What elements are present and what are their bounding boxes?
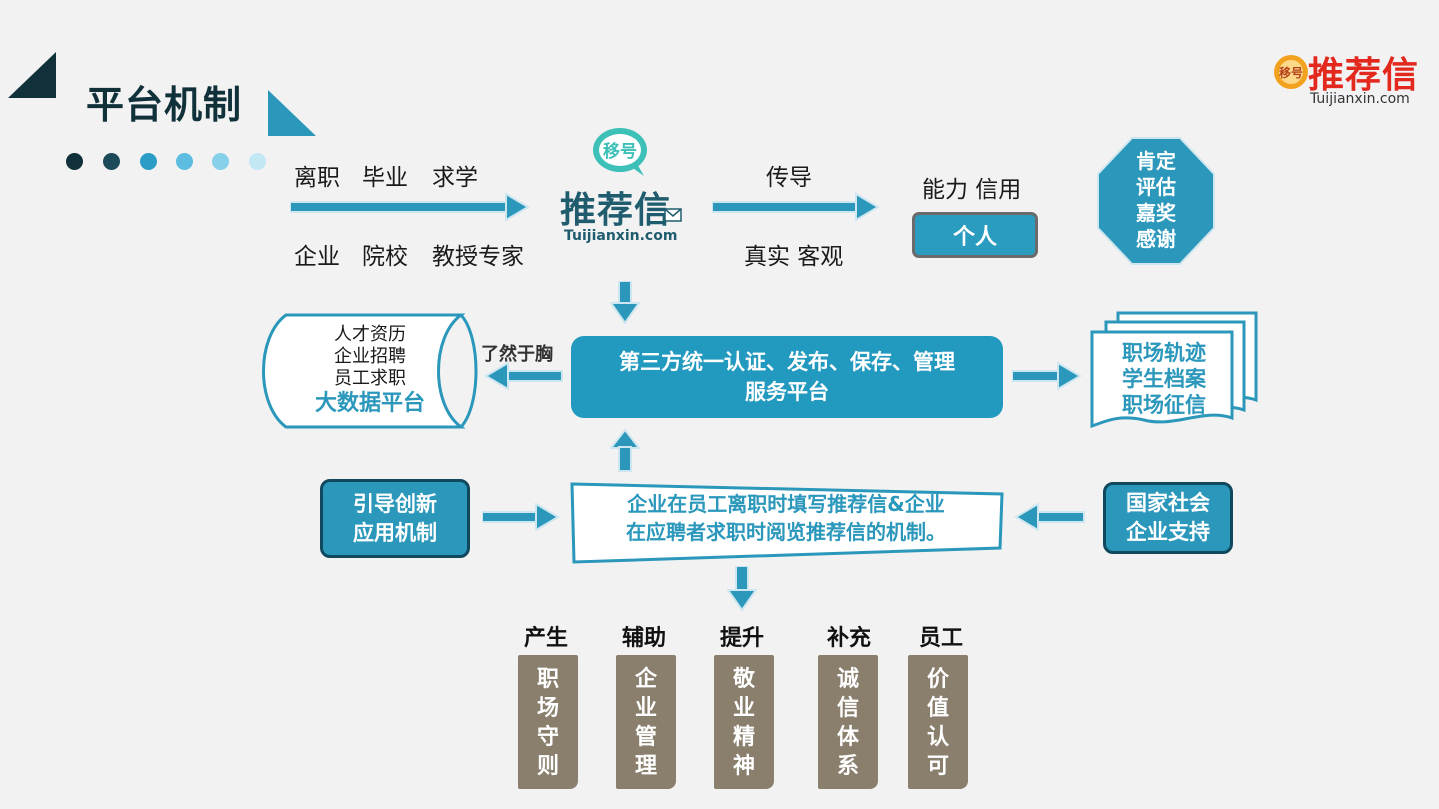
speech-bubble-seal-icon: 移号 xyxy=(593,128,647,176)
innovation-box: 引导创新 应用机制 xyxy=(320,479,470,558)
arrow-label-conduct: 传导 xyxy=(766,165,812,191)
center-logo: 移号 推荐信 Tuijianxin.com xyxy=(558,126,688,246)
progress-dot-6 xyxy=(249,153,266,170)
platform-line-2: 服务平台 xyxy=(745,380,829,404)
progress-dot-5 xyxy=(212,153,229,170)
arrow-label-clear: 了然于胸 xyxy=(481,344,553,365)
outcome-text-2: 企业管理 xyxy=(634,667,657,779)
scroll-line-3: 员工求职 xyxy=(334,368,406,389)
progress-dot-2 xyxy=(103,153,120,170)
octagon-line-3: 嘉奖 xyxy=(1136,201,1176,225)
arrow-logo-to-person xyxy=(712,192,880,222)
input-school: 院校 xyxy=(362,244,408,270)
page-title: 平台机制 xyxy=(86,83,243,127)
octagon-text: 肯定 评估 嘉奖 感谢 xyxy=(1094,148,1218,252)
outcome-bar-3 xyxy=(714,655,774,789)
corner-triangle-left xyxy=(8,52,56,98)
outcome-bar-4 xyxy=(818,655,878,789)
outcome-head-3: 提升 xyxy=(719,626,764,651)
outcome-head-1: 产生 xyxy=(523,626,568,651)
mechanism-text: 企业在员工离职时填写推荐信&企业 在应聘者求职时阅览推荐信的机制。 xyxy=(576,490,996,546)
brand-domain: Tuijianxin.com xyxy=(1310,91,1410,107)
outcome-text-3: 敬业精神 xyxy=(732,667,755,779)
outcome-text-5: 价值认可 xyxy=(926,667,949,779)
arrow-platform-to-scroll xyxy=(484,362,563,390)
person-box: 个人 xyxy=(912,212,1038,258)
innovation-line-2: 应用机制 xyxy=(353,520,437,545)
documents-text: 职场轨迹 学生档案 职场征信 xyxy=(1094,340,1234,418)
outcome-bar-5 xyxy=(908,655,968,789)
arrow-logo-to-platform xyxy=(610,281,640,325)
center-logo-domain: Tuijianxin.com xyxy=(564,228,678,244)
seal-icon: 移号 xyxy=(1274,55,1308,89)
arrow-label-real-objective: 真实 客观 xyxy=(744,244,844,270)
arrow-support-to-mechanism xyxy=(1014,503,1085,531)
mechanism-shape xyxy=(570,482,1004,564)
outcome-bar-1 xyxy=(518,655,578,789)
corner-triangle-right xyxy=(268,90,316,136)
octagon-line-2: 评估 xyxy=(1136,175,1176,199)
innovation-line-1: 引导创新 xyxy=(353,491,437,516)
scroll-text: 人才资历 企业招聘 员工求职 大数据平台 xyxy=(280,324,460,418)
brand-name: 推荐信 xyxy=(1308,55,1420,96)
arrow-mechanism-to-outcomes xyxy=(727,566,757,612)
brand-logo: 移号 推荐信 Tuijianxin.com xyxy=(1272,50,1424,108)
person-caption: 能力 信用 xyxy=(922,177,1022,203)
progress-dot-3 xyxy=(140,153,157,170)
arrow-innovation-to-mechanism xyxy=(482,503,560,531)
scroll-line-1: 人才资历 xyxy=(334,324,406,345)
arrow-platform-to-documents xyxy=(1012,362,1082,390)
outcome-head-4: 补充 xyxy=(826,626,871,651)
svg-text:移号: 移号 xyxy=(603,141,637,162)
octagon-line-4: 感谢 xyxy=(1136,227,1176,251)
scroll-highlight: 大数据平台 xyxy=(314,391,425,416)
outcome-head-5: 员工 xyxy=(918,626,963,651)
progress-dot-4 xyxy=(176,153,193,170)
outcome-text-1: 职场守则 xyxy=(536,667,559,779)
documents-stack-icon xyxy=(1090,311,1258,429)
scroll-line-2: 企业招聘 xyxy=(334,346,406,367)
mechanism-line-2: 在应聘者求职时阅览推荐信的机制。 xyxy=(626,520,946,544)
center-logo-name: 推荐信 xyxy=(560,190,672,231)
documents-line-3: 职场征信 xyxy=(1122,393,1206,417)
input-company: 企业 xyxy=(294,244,340,270)
octagon-shape xyxy=(1097,137,1215,265)
octagon-line-1: 肯定 xyxy=(1136,149,1176,173)
arrow-inputs-to-logo xyxy=(290,192,530,222)
platform-box: 第三方统一认证、发布、保存、管理 服务平台 xyxy=(571,336,1003,418)
input-graduate: 毕业 xyxy=(362,165,408,191)
outcome-text-4: 诚信体系 xyxy=(836,667,859,779)
outcome-head-2: 辅助 xyxy=(621,626,666,651)
documents-line-2: 学生档案 xyxy=(1122,367,1206,391)
input-leave-job: 离职 xyxy=(294,165,340,191)
outcome-bar-2 xyxy=(616,655,676,789)
support-line-1: 国家社会 xyxy=(1126,491,1210,515)
mechanism-line-1: 企业在员工离职时填写推荐信&企业 xyxy=(627,492,945,516)
support-box: 国家社会 企业支持 xyxy=(1103,482,1233,554)
platform-line-1: 第三方统一认证、发布、保存、管理 xyxy=(619,350,955,374)
svg-text:移号: 移号 xyxy=(1279,65,1303,80)
envelope-icon xyxy=(664,208,682,222)
scroll-shape xyxy=(262,313,478,429)
support-line-2: 企业支持 xyxy=(1126,520,1210,544)
input-study: 求学 xyxy=(432,165,478,191)
input-professor: 教授专家 xyxy=(432,244,524,270)
arrow-mechanism-to-platform xyxy=(610,428,640,472)
documents-line-1: 职场轨迹 xyxy=(1122,341,1206,365)
progress-dot-1 xyxy=(66,153,83,170)
